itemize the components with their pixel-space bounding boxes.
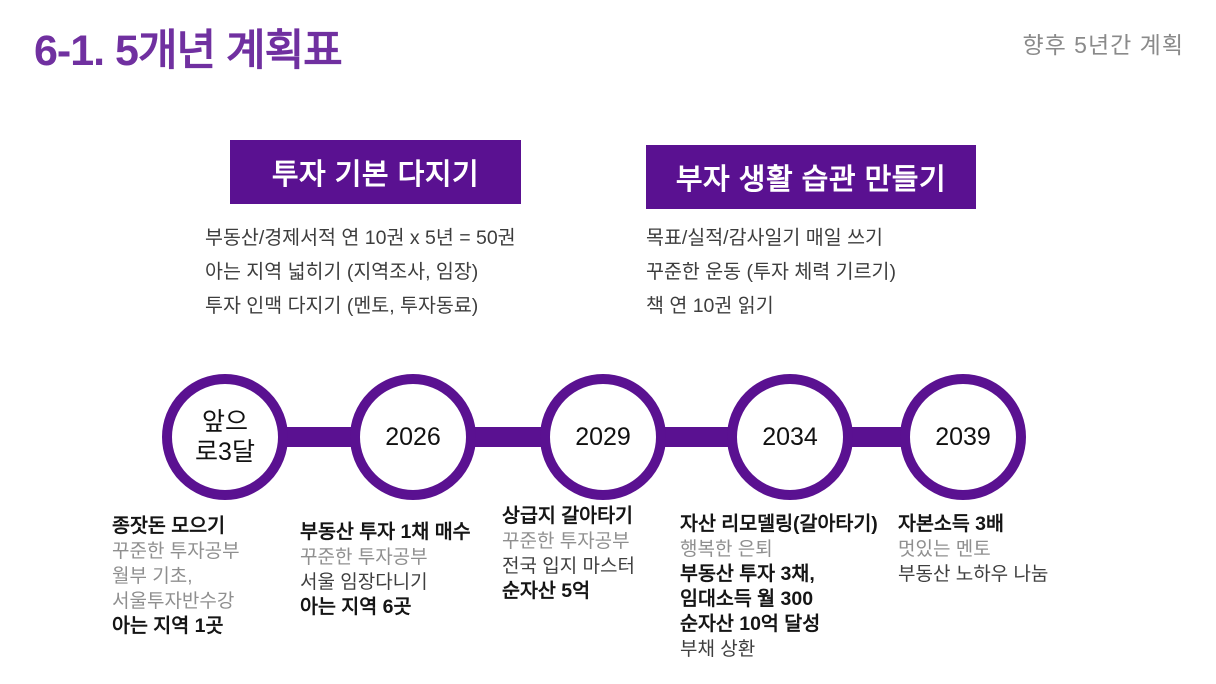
milestone-notes-2029: 상급지 갈아타기 꾸준한 투자공부 전국 입지 마스터 순자산 5억 [502, 504, 635, 604]
bullet-line: 목표/실적/감사일기 매일 쓰기 [646, 227, 883, 249]
note-line: 상급지 갈아타기 [502, 505, 633, 527]
milestone-notes-2034: 자산 리모델링(갈아타기) 행복한 은퇴 부동산 투자 3채, 임대소득 월 3… [680, 512, 878, 662]
note-line: 서울투자반수강 [112, 591, 235, 612]
note-line: 부동산 투자 1채 매수 [300, 521, 471, 543]
note-line: 임대소득 월 300 [680, 588, 814, 610]
note-line: 서울 임장다니기 [300, 572, 428, 593]
milestone-circle-now: 앞으 로3달 [162, 374, 288, 500]
section-banner-rich-habits: 부자 생활 습관 만들기 [646, 145, 976, 209]
milestone-notes-now: 종잣돈 모으기 꾸준한 투자공부 월부 기초, 서울투자반수강 아는 지역 1곳 [112, 514, 240, 639]
milestone-circle-2039: 2039 [900, 374, 1026, 500]
milestone-label: 2039 [935, 423, 991, 451]
note-line: 자산 리모델링(갈아타기) [680, 513, 878, 535]
bullet-line: 책 연 10권 읽기 [646, 295, 774, 317]
note-line: 멋있는 멘토 [898, 539, 991, 560]
milestone-notes-2026: 부동산 투자 1채 매수 꾸준한 투자공부 서울 임장다니기 아는 지역 6곳 [300, 520, 471, 620]
note-line: 행복한 은퇴 [680, 539, 773, 560]
section-bullets-invest-basics: 부동산/경제서적 연 10권 x 5년 = 50권 아는 지역 넓히기 (지역조… [205, 227, 516, 329]
milestone-circle-2029: 2029 [540, 374, 666, 500]
note-line: 전국 입지 마스터 [502, 556, 635, 577]
note-line: 부채 상환 [680, 639, 756, 660]
note-line: 자본소득 3배 [898, 513, 1004, 535]
milestone-circle-2026: 2026 [350, 374, 476, 500]
milestone-label: 앞으 로3달 [195, 408, 255, 466]
note-line: 부동산 노하우 나눔 [898, 564, 1049, 585]
note-line: 아는 지역 1곳 [112, 615, 224, 637]
note-line: 꾸준한 투자공부 [112, 541, 240, 562]
page-title: 6-1. 5개년 계획표 [34, 27, 343, 75]
milestone-label: 2029 [575, 423, 631, 451]
note-line: 순자산 5억 [502, 580, 591, 602]
slide-subtitle: 향후 5년간 계획 [1022, 32, 1184, 58]
note-line: 순자산 10억 달성 [680, 613, 821, 635]
bullet-line: 아는 지역 넓히기 (지역조사, 임장) [205, 261, 479, 283]
note-line: 꾸준한 투자공부 [300, 547, 428, 568]
milestone-label: 2026 [385, 423, 441, 451]
note-line: 월부 기초, [112, 566, 193, 587]
milestone-notes-2039: 자본소득 3배 멋있는 멘토 부동산 노하우 나눔 [898, 512, 1048, 587]
section-banner-invest-basics: 투자 기본 다지기 [230, 140, 521, 204]
note-line: 아는 지역 6곳 [300, 596, 412, 618]
section-bullets-rich-habits: 목표/실적/감사일기 매일 쓰기 꾸준한 운동 (투자 체력 기르기) 책 연 … [646, 227, 896, 329]
bullet-line: 투자 인맥 다지기 (멘토, 투자동료) [205, 295, 479, 317]
bullet-line: 부동산/경제서적 연 10권 x 5년 = 50권 [205, 227, 516, 249]
bullet-line: 꾸준한 운동 (투자 체력 기르기) [646, 261, 896, 283]
milestone-label: 2034 [762, 423, 818, 451]
note-line: 종잣돈 모으기 [112, 515, 226, 537]
milestone-circle-2034: 2034 [727, 374, 853, 500]
note-line: 부동산 투자 3채, [680, 563, 815, 585]
note-line: 꾸준한 투자공부 [502, 531, 630, 552]
